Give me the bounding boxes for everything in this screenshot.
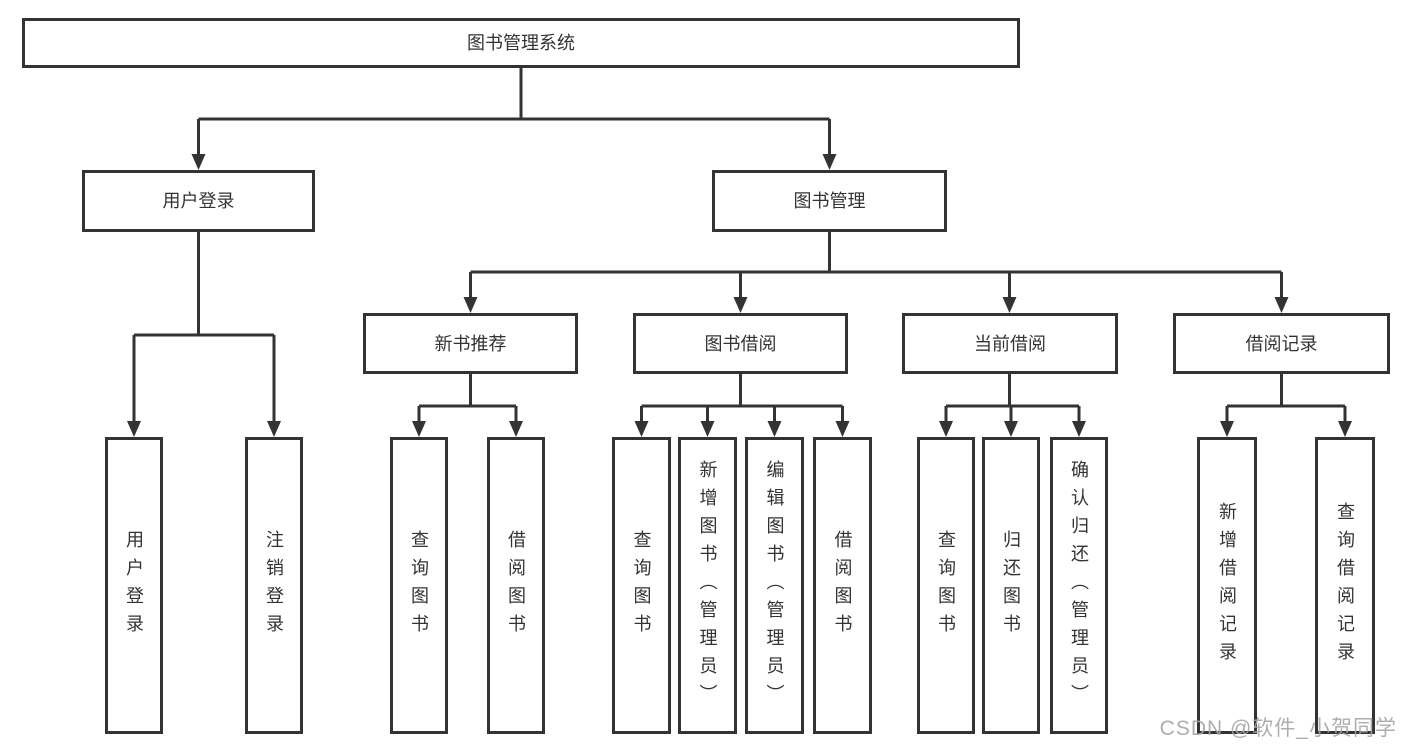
leaf-logout: 注销登录 <box>245 437 303 734</box>
node-label: 用户登录 <box>124 529 144 642</box>
leaf-confirm-return-admin: 确认归还（管理员） <box>1050 437 1108 734</box>
leaf-query-borrowing-record: 查询借阅记录 <box>1315 437 1375 734</box>
node-label: 借阅图书 <box>832 529 853 642</box>
node-label: 注销登录 <box>264 529 284 642</box>
leaf-borrow-books: 借阅图书 <box>487 437 545 734</box>
leaf-user-login: 用户登录 <box>105 437 163 734</box>
node-label: 借阅图书 <box>506 529 526 642</box>
node-root-library-management-system: 图书管理系统 <box>22 18 1020 68</box>
leaf-add-books-admin: 新增图书（管理员） <box>678 437 737 734</box>
node-book-borrowing: 图书借阅 <box>633 313 848 374</box>
node-user-login: 用户登录 <box>82 170 315 232</box>
leaf-add-borrowing-record: 新增借阅记录 <box>1197 437 1257 734</box>
node-book-management: 图书管理 <box>712 170 947 232</box>
leaf-query-books: 查询图书 <box>917 437 975 734</box>
leaf-borrow-books: 借阅图书 <box>813 437 872 734</box>
node-label: 图书借阅 <box>704 333 777 354</box>
node-label: 用户登录 <box>162 191 235 211</box>
node-borrowing-records: 借阅记录 <box>1173 313 1390 374</box>
node-label: 图书管理 <box>793 191 866 211</box>
leaf-query-books: 查询图书 <box>612 437 671 734</box>
leaf-edit-books-admin: 编辑图书（管理员） <box>745 437 804 734</box>
node-label: 图书管理系统 <box>467 33 575 53</box>
node-label: 确认归还（管理员） <box>1069 459 1089 712</box>
leaf-return-books: 归还图书 <box>982 437 1040 734</box>
leaf-query-books: 查询图书 <box>390 437 448 734</box>
arrowheads <box>127 154 1352 437</box>
node-label: 查询借阅记录 <box>1335 501 1355 670</box>
node-label: 编辑图书（管理员） <box>764 459 785 712</box>
node-label: 查询图书 <box>631 529 652 642</box>
csdn-watermark: CSDN @软件_小贺同学 <box>1159 717 1397 740</box>
node-label: 借阅记录 <box>1245 333 1318 354</box>
node-label: 当前借阅 <box>974 333 1046 354</box>
node-new-book-recommendation: 新书推荐 <box>363 313 578 374</box>
node-label: 新增图书（管理员） <box>697 459 718 712</box>
node-label: 归还图书 <box>1001 529 1021 642</box>
node-label: 新增借阅记录 <box>1217 501 1237 670</box>
node-current-borrowing: 当前借阅 <box>902 313 1118 374</box>
node-label: 查询图书 <box>409 529 429 642</box>
node-label: 新书推荐 <box>434 333 507 354</box>
node-label: 查询图书 <box>936 529 956 642</box>
